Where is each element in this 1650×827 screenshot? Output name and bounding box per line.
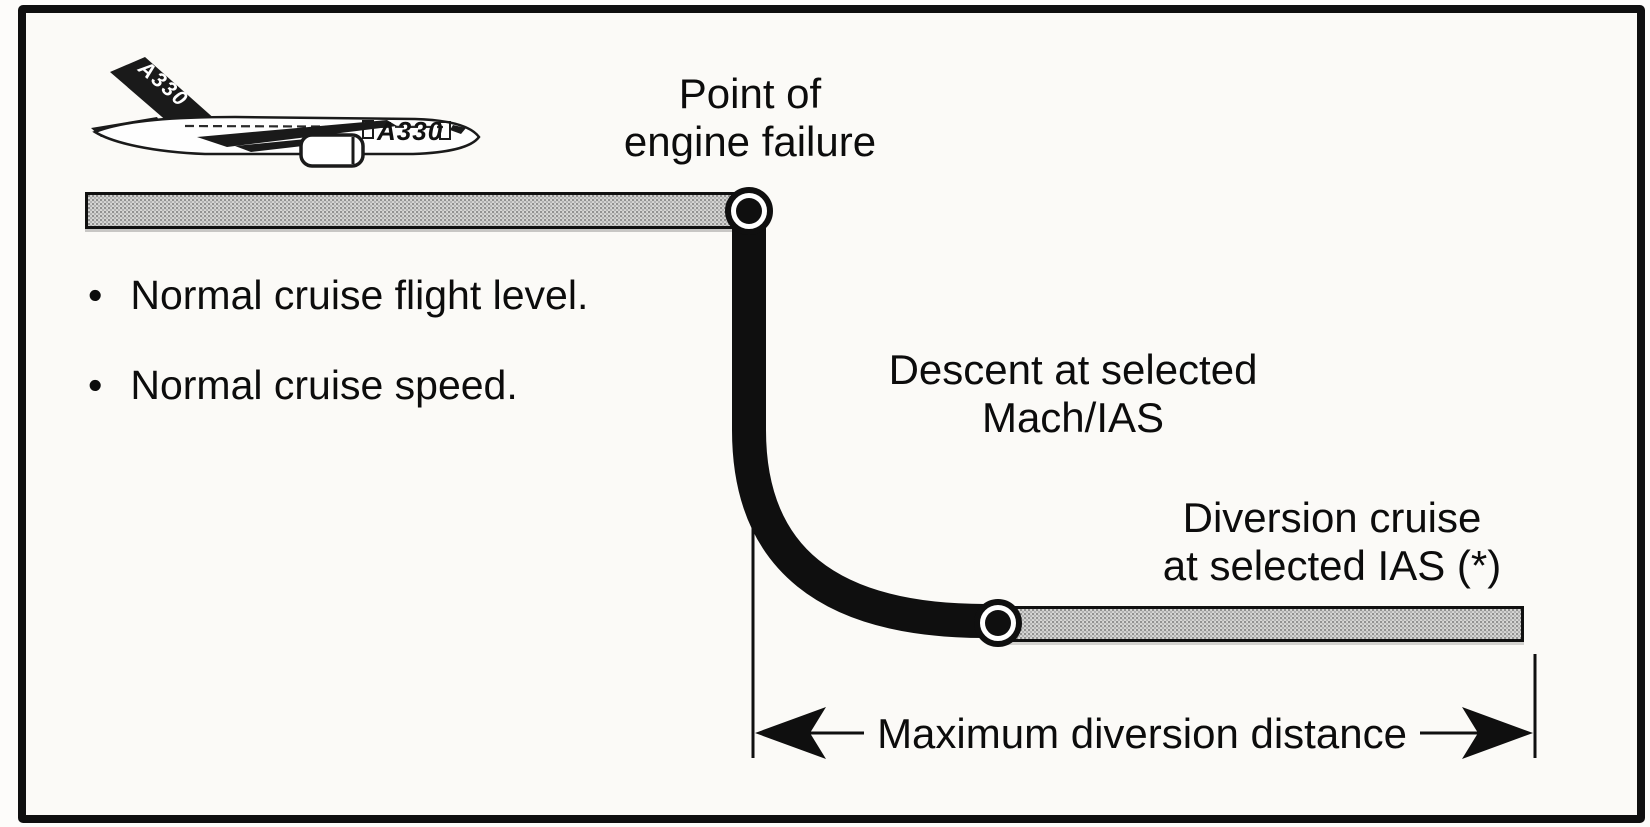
diversion-start-marker — [974, 599, 1022, 647]
engine-failure-marker-dot — [736, 198, 762, 224]
aircraft-fuselage-title: A330 — [376, 116, 443, 146]
aircraft-illustration: A330 A330 — [91, 56, 481, 168]
point-of-engine-failure-line1: Point of — [678, 70, 822, 117]
diversion-level-bar — [1005, 606, 1524, 642]
aircraft-door-front-left — [362, 120, 374, 139]
descent-label-line2: Mach/IAS — [981, 394, 1165, 441]
aircraft-door-front-right — [439, 121, 451, 140]
bullet-text-speed: Normal cruise speed. — [130, 362, 518, 408]
diversion-start-marker-dot — [985, 610, 1011, 636]
point-of-engine-failure-line2: engine failure — [623, 118, 877, 165]
max-diversion-distance-label: Maximum diversion distance — [877, 710, 1407, 757]
diversion-cruise-label-line2: at selected IAS (*) — [1162, 542, 1502, 589]
list-item: • Normal cruise flight level. — [88, 272, 588, 318]
aircraft-cockpit-window — [450, 125, 466, 134]
descent-label: Descent at selected Mach/IAS — [873, 346, 1273, 442]
aircraft-tail-fin — [110, 57, 217, 123]
cruise-notes-list: • Normal cruise flight level. • Normal c… — [88, 272, 588, 452]
point-of-engine-failure-label: Point of engine failure — [570, 70, 930, 166]
list-item: • Normal cruise speed. — [88, 362, 588, 408]
aircraft-engine — [299, 133, 365, 168]
aircraft-window-line — [184, 124, 444, 129]
bullet-text-flight-level: Normal cruise flight level. — [130, 272, 589, 318]
bullet-icon: • — [88, 362, 103, 408]
cruise-level-bar — [85, 192, 735, 229]
descent-label-line1: Descent at selected — [888, 346, 1258, 393]
engine-failure-marker — [725, 187, 773, 235]
bullet-icon: • — [88, 272, 103, 318]
aircraft-wing — [197, 120, 397, 147]
diversion-cruise-label-line1: Diversion cruise — [1182, 494, 1482, 541]
diversion-cruise-label: Diversion cruise at selected IAS (*) — [1132, 494, 1532, 590]
